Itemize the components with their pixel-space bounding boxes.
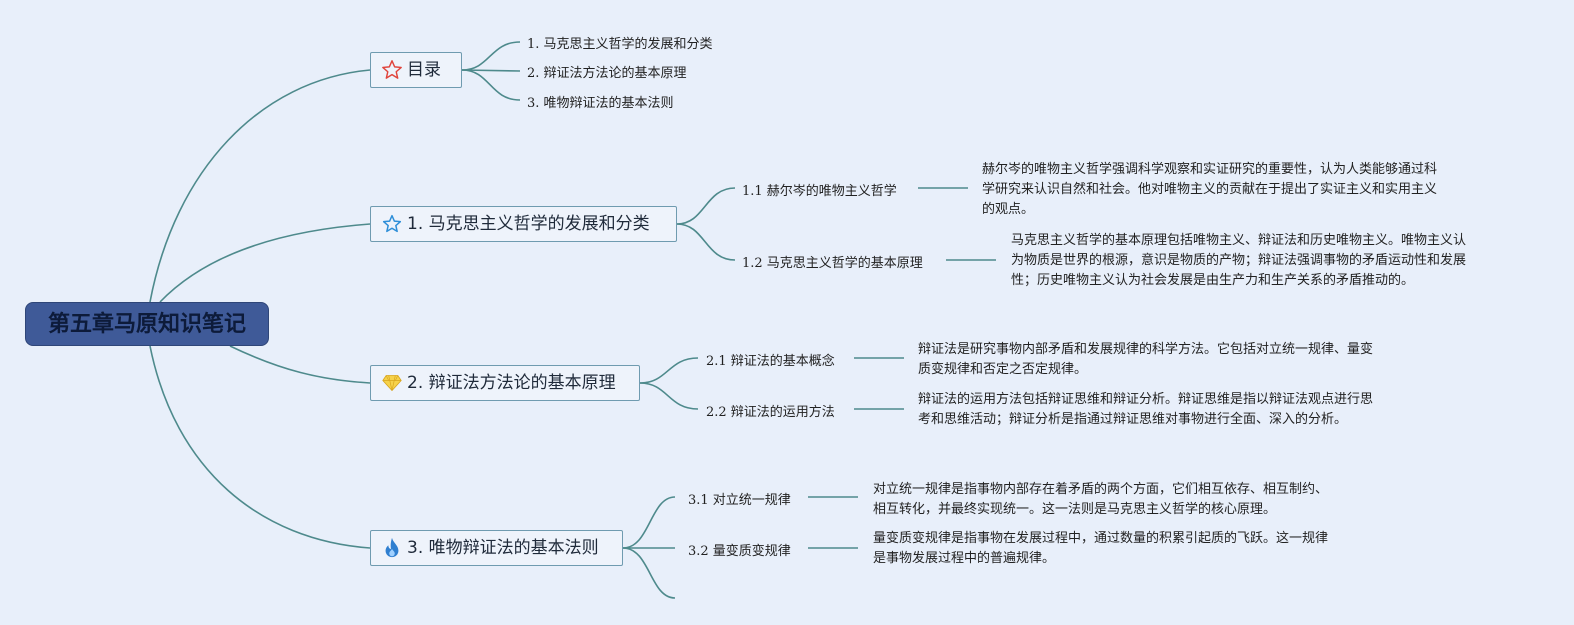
desc-line: 考和思维活动；辩证分析是指通过辩证思维对事物进行全面、深入的分析。: [918, 412, 1348, 427]
topic-toc[interactable]: 目录: [370, 52, 462, 88]
gem-icon: [381, 372, 403, 394]
desc-line: 质变规律和否定之否定规律。: [918, 362, 1088, 377]
star-outline-blue-icon: [381, 213, 403, 235]
subtopic-2-1[interactable]: 2.1 辩证法的基本概念: [706, 354, 835, 369]
desc-2-1: 辩证法是研究事物内部矛盾和发展规律的科学方法。它包括对立统一规律、量变 质变规律…: [918, 340, 1418, 380]
desc-line: 马克思主义哲学的基本原理包括唯物主义、辩证法和历史唯物主义。唯物主义认: [1011, 233, 1467, 248]
topic-section-2-label: 2. 辩证法方法论的基本原理: [407, 373, 616, 393]
subtopic-1-2[interactable]: 1.2 马克思主义哲学的基本原理: [742, 256, 923, 271]
desc-line: 辩证法的运用方法包括辩证思维和辩证分析。辩证思维是指以辩证法观点进行思: [918, 392, 1374, 407]
topic-section-2[interactable]: 2. 辩证法方法论的基本原理: [370, 365, 640, 401]
subtopic-2-2[interactable]: 2.2 辩证法的运用方法: [706, 405, 835, 420]
subtopic-1-1[interactable]: 1.1 赫尔岑的唯物主义哲学: [742, 184, 897, 199]
subtopic-3-2[interactable]: 3.2 量变质变规律: [688, 544, 791, 559]
desc-1-2: 马克思主义哲学的基本原理包括唯物主义、辩证法和历史唯物主义。唯物主义认 为物质是…: [1011, 231, 1511, 291]
toc-item-2[interactable]: 2. 辩证法方法论的基本原理: [527, 66, 687, 81]
desc-1-1: 赫尔岑的唯物主义哲学强调科学观察和实证研究的重要性，认为人类能够通过科 学研究来…: [982, 160, 1482, 220]
toc-item-3[interactable]: 3. 唯物辩证法的基本法则: [527, 96, 674, 111]
desc-2-2: 辩证法的运用方法包括辩证思维和辩证分析。辩证思维是指以辩证法观点进行思 考和思维…: [918, 390, 1418, 430]
desc-line: 对立统一规律是指事物内部存在着矛盾的两个方面，它们相互依存、相互制约、: [873, 482, 1329, 497]
toc-item-1[interactable]: 1. 马克思主义哲学的发展和分类: [527, 37, 713, 52]
topic-section-1[interactable]: 1. 马克思主义哲学的发展和分类: [370, 206, 677, 242]
flame-icon: [381, 537, 403, 559]
desc-line: 为物质是世界的根源，意识是物质的产物；辩证法强调事物的矛盾运动性和发展: [1011, 253, 1467, 268]
desc-line: 学研究来认识自然和社会。他对唯物主义的贡献在于提出了实证主义和实用主义: [982, 182, 1438, 197]
desc-line: 量变质变规律是指事物在发展过程中，通过数量的积累引起质的飞跃。这一规律: [873, 531, 1329, 546]
topic-section-1-label: 1. 马克思主义哲学的发展和分类: [407, 214, 650, 234]
desc-line: 是事物发展过程中的普遍规律。: [873, 551, 1056, 566]
topic-section-3-label: 3. 唯物辩证法的基本法则: [407, 538, 599, 558]
desc-line: 性；历史唯物主义认为社会发展是由生产力和生产关系的矛盾推动的。: [1011, 273, 1415, 288]
desc-line: 辩证法是研究事物内部矛盾和发展规律的科学方法。它包括对立统一规律、量变: [918, 342, 1374, 357]
star-outline-red-icon: [381, 59, 403, 81]
desc-line: 赫尔岑的唯物主义哲学强调科学观察和实证研究的重要性，认为人类能够通过科: [982, 162, 1438, 177]
desc-3-2: 量变质变规律是指事物在发展过程中，通过数量的积累引起质的飞跃。这一规律 是事物发…: [873, 529, 1373, 569]
desc-line: 相互转化，并最终实现统一。这一法则是马克思主义哲学的核心原理。: [873, 502, 1277, 517]
root-topic[interactable]: 第五章马原知识笔记: [25, 302, 269, 346]
topic-toc-label: 目录: [407, 60, 441, 80]
desc-3-1: 对立统一规律是指事物内部存在着矛盾的两个方面，它们相互依存、相互制约、 相互转化…: [873, 480, 1373, 520]
desc-line: 的观点。: [982, 202, 1035, 217]
subtopic-3-1[interactable]: 3.1 对立统一规律: [688, 493, 791, 508]
topic-section-3[interactable]: 3. 唯物辩证法的基本法则: [370, 530, 623, 566]
